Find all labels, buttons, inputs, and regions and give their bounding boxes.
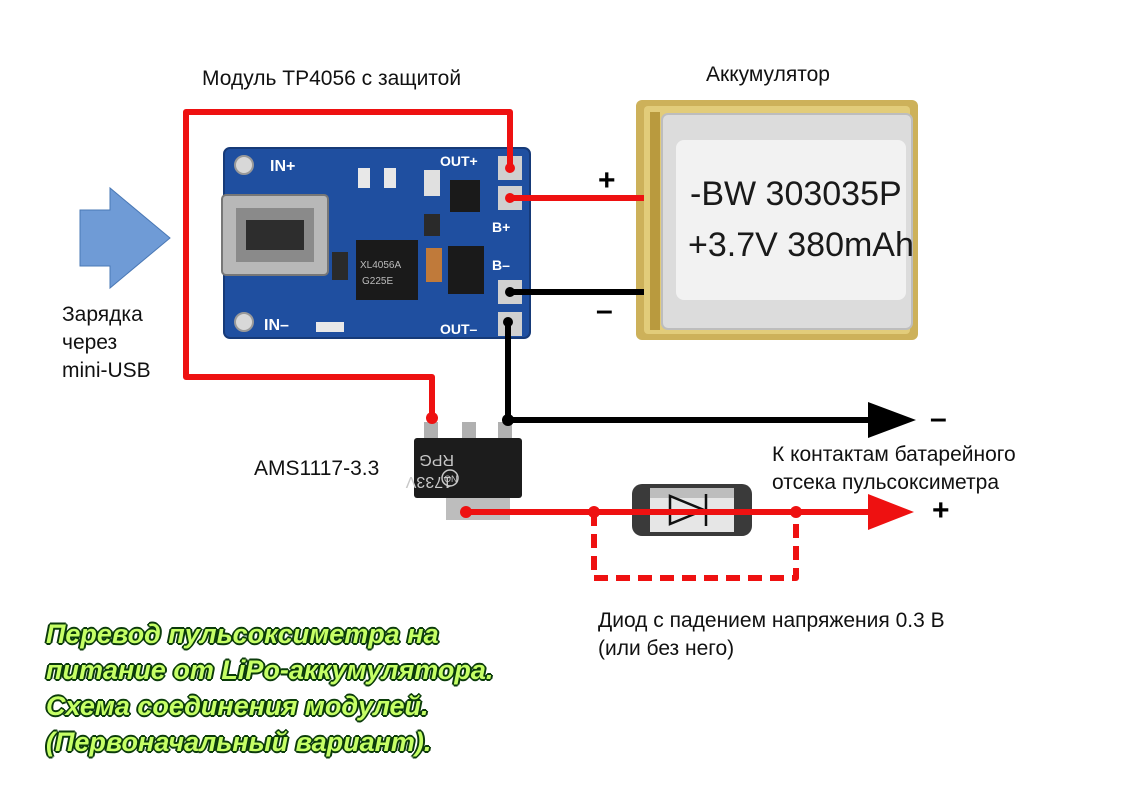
regulator-maker: RPG xyxy=(419,451,454,468)
diode-line-2: (или без него) xyxy=(598,637,735,660)
output-minus-sign: – xyxy=(930,402,947,435)
battery-plus-sign: + xyxy=(598,164,616,197)
positive-wires xyxy=(183,109,880,581)
pin-out-minus: OUT– xyxy=(440,321,478,337)
negative-output-arrow xyxy=(868,402,916,438)
diode-bypass-wire xyxy=(591,512,799,581)
tp4056-board: XL4056A G225E IN+ IN– OUT+ B+ B– OUT– xyxy=(221,147,531,339)
regulator-label: AMS1117-3.3 xyxy=(254,457,380,480)
on-logo-icon xyxy=(441,469,459,487)
on-logo-text: ON xyxy=(444,474,458,484)
battery: -BW 303035P +3.7V 380mAh xyxy=(636,100,918,340)
charging-line-1: Зарядка xyxy=(62,303,143,326)
usb-input-arrow xyxy=(79,186,171,290)
pin-b-minus: B– xyxy=(492,257,510,273)
caption-line-2: питание от LiPo-аккумулятора. xyxy=(46,655,494,685)
caption-line-1: Перевод пульсоксиметра на xyxy=(46,619,439,649)
chip-label: XL4056A xyxy=(360,260,401,271)
pin-in-minus: IN– xyxy=(264,317,289,334)
battery-model: -BW 303035P xyxy=(690,175,902,213)
xl4056-chip xyxy=(356,240,418,300)
battery-minus-sign: – xyxy=(596,294,613,327)
protection-chip xyxy=(448,246,484,294)
wire-out-plus-to-regulator xyxy=(183,109,513,418)
output-plus-sign: + xyxy=(932,494,950,527)
regulator-marking: 1733V xyxy=(405,473,452,490)
chip-sub-label: G225E xyxy=(362,276,393,287)
module-title: Модуль TP4056 с защитой xyxy=(202,67,462,90)
ams1117-regulator: 1733V RPG ON xyxy=(405,422,522,520)
charging-line-2: через xyxy=(62,331,118,354)
battery-title: Аккумулятор xyxy=(706,63,830,86)
charging-line-3: mini-USB xyxy=(62,359,151,382)
destination-line-1: К контактам батарейного xyxy=(772,443,1016,466)
caption: Перевод пульсоксиметра на питание от LiP… xyxy=(46,616,493,760)
pin-b-plus: B+ xyxy=(492,219,510,235)
pin-in-plus: IN+ xyxy=(270,158,295,175)
battery-spec: +3.7V 380mAh xyxy=(688,226,914,264)
caption-line-3: Схема соединения модулей. xyxy=(46,691,429,721)
caption-line-4: (Первоначальный вариант). xyxy=(46,727,432,757)
destination-line-2: отсека пульсоксиметра xyxy=(772,471,1000,494)
positive-output-arrow xyxy=(868,494,914,530)
diode-line-1: Диод с падением напряжения 0.3 В xyxy=(598,609,945,632)
pin-out-plus: OUT+ xyxy=(440,153,478,169)
